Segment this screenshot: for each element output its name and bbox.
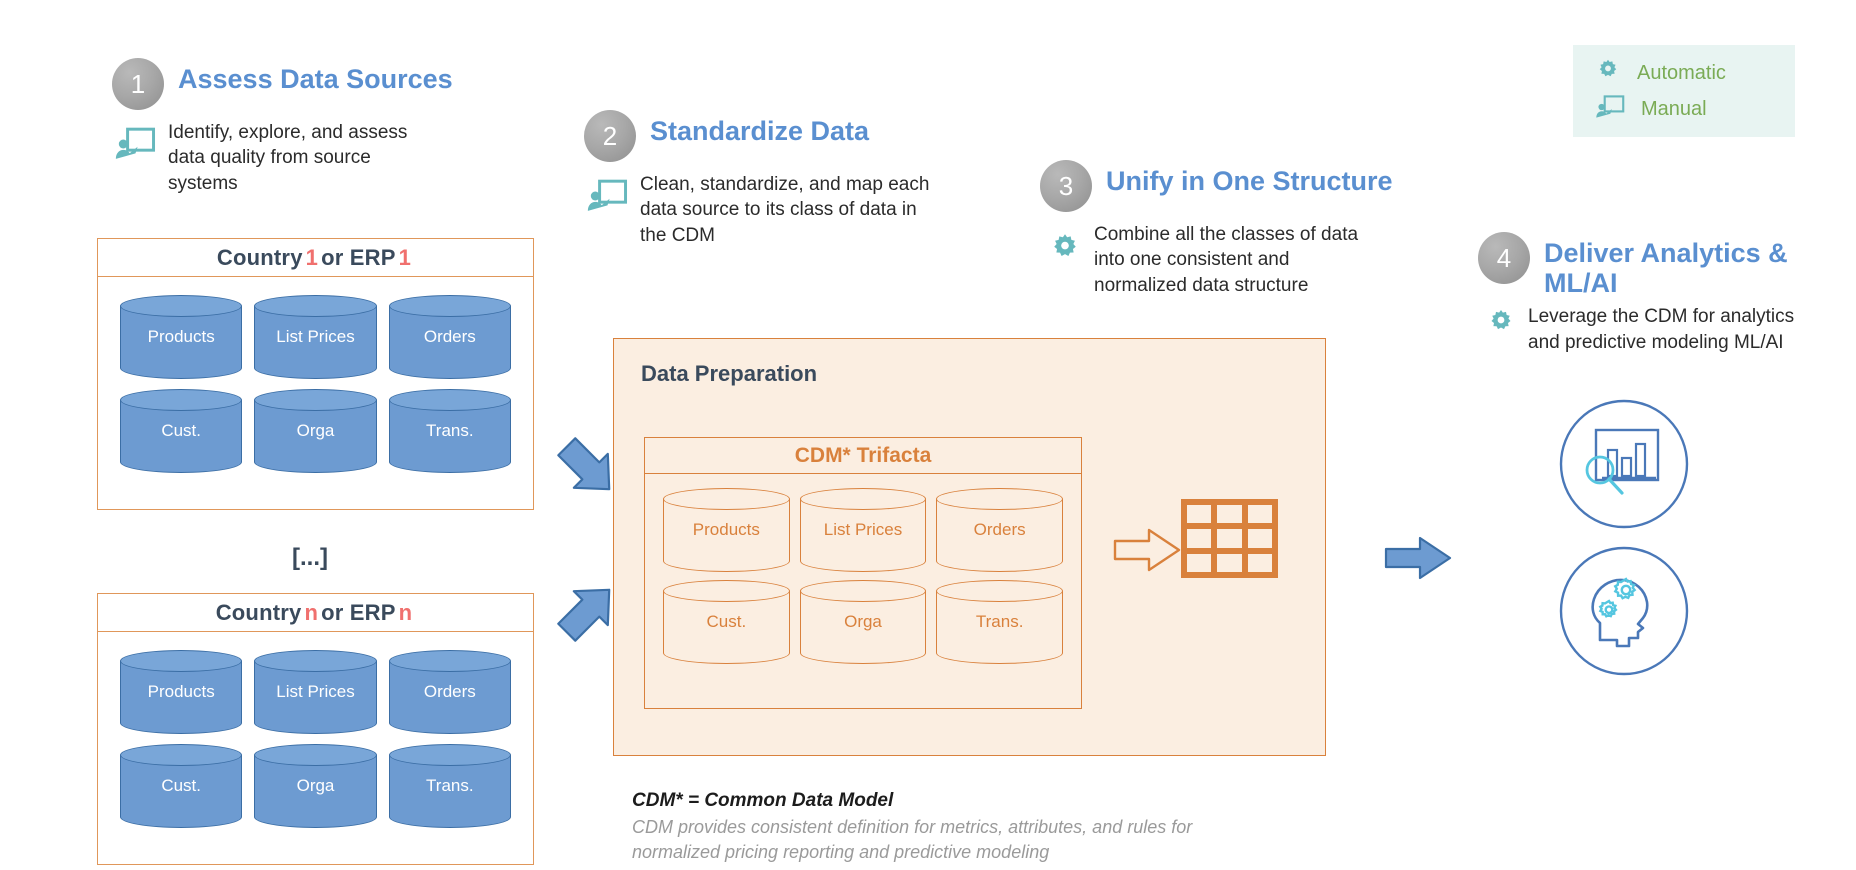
step-1-header: 1 Assess Data Sources	[112, 58, 512, 110]
cylinder-trans: Trans.	[936, 580, 1063, 664]
erp-index: n	[398, 599, 413, 625]
cdm-cylinders: Products List Prices Orders Cust. Orga T…	[645, 474, 1081, 664]
step-4-header: 4 Deliver Analytics & ML/AI	[1478, 232, 1856, 298]
step-2-header: 2 Standardize Data	[584, 110, 984, 162]
step-1-number: 1	[112, 58, 164, 110]
step-4-number: 4	[1478, 232, 1530, 284]
legend-label-manual: Manual	[1641, 97, 1707, 120]
cylinder-orders: Orders	[388, 650, 511, 734]
footnote-description: CDM provides consistent definition for m…	[632, 817, 1193, 862]
erp-label: or ERP	[321, 244, 396, 270]
cylinder-cust: Cust.	[663, 580, 790, 664]
gear-icon	[1048, 232, 1082, 271]
erp-index: 1	[398, 244, 412, 270]
ml-ai-brain-icon	[1558, 545, 1690, 682]
step-3-body: Combine all the classes of data into one…	[1040, 214, 1440, 298]
presentation-person-icon	[586, 178, 628, 219]
step-1-title: Assess Data Sources	[178, 64, 453, 94]
step-2-body: Clean, standardize, and map each data so…	[584, 164, 984, 248]
data-preparation-box: Data Preparation CDM* Trifacta Products …	[613, 338, 1326, 756]
step-2: 2 Standardize Data Clean, standardize, a…	[584, 110, 984, 248]
legend-item-manual: Manual	[1595, 91, 1795, 127]
presentation-person-icon	[1595, 94, 1625, 125]
source-system-n-cylinders: Products List Prices Orders Cust. Orga T…	[98, 632, 533, 828]
cylinder-trans: Trans.	[388, 389, 511, 473]
footnote-title: CDM* = Common Data Model	[632, 790, 894, 811]
cylinder-products: Products	[120, 295, 243, 379]
step-1-body: Identify, explore, and assess data quali…	[112, 112, 512, 196]
table-grid-icon	[1181, 499, 1278, 578]
step-1-description: Identify, explore, and assess data quali…	[168, 122, 408, 194]
legend-box: Automatic Manual	[1573, 45, 1795, 137]
cylinder-orga: Orga	[799, 580, 927, 664]
step-3-description: Combine all the classes of data into one…	[1094, 224, 1359, 296]
step-2-title: Standardize Data	[650, 116, 870, 146]
country-index: n	[304, 599, 319, 625]
step-4-description: Leverage the CDM for analytics and predi…	[1528, 306, 1795, 353]
data-preparation-title: Data Preparation	[641, 361, 818, 386]
step-3: 3 Unify in One Structure Combine all the…	[1040, 160, 1440, 298]
source-system-1-cylinders: Products List Prices Orders Cust. Orga T…	[98, 277, 533, 473]
cdm-trifacta-box: CDM* Trifacta Products List Prices Order…	[644, 437, 1082, 709]
cylinder-orders: Orders	[936, 488, 1063, 572]
cylinder-orders: Orders	[388, 295, 511, 379]
source-system-box-n: Country n or ERP n Products List Prices …	[97, 593, 534, 865]
step-2-number: 2	[584, 110, 636, 162]
flow-arrow-right-icon	[1382, 533, 1454, 588]
flow-arrow-up-right-icon	[552, 575, 624, 652]
erp-label: or ERP	[321, 599, 396, 625]
cylinder-products: Products	[120, 650, 243, 734]
step-1: 1 Assess Data Sources Identify, explore,…	[112, 58, 512, 196]
ellipsis-label: [...]	[292, 544, 328, 571]
step-3-number: 3	[1040, 160, 1092, 212]
cylinder-products: Products	[663, 488, 790, 572]
analytics-dashboard-icon	[1558, 398, 1690, 535]
cylinder-orga: Orga	[254, 389, 377, 473]
step-4-title: Deliver Analytics & ML/AI	[1544, 238, 1788, 299]
internal-arrow-right-icon	[1111, 525, 1183, 580]
legend-label-automatic: Automatic	[1637, 61, 1726, 84]
gear-icon	[1486, 308, 1516, 343]
cylinder-trans: Trans.	[388, 744, 511, 828]
step-4: 4 Deliver Analytics & ML/AI Leverage the…	[1478, 232, 1856, 355]
country-label: Country	[216, 244, 303, 270]
flow-arrow-down-right-icon	[552, 432, 624, 509]
step-2-description: Clean, standardize, and map each data so…	[640, 174, 930, 246]
cylinder-cust: Cust.	[120, 389, 243, 473]
step-3-header: 3 Unify in One Structure	[1040, 160, 1440, 212]
step-4-body: Leverage the CDM for analytics and predi…	[1478, 304, 1856, 355]
source-system-1-title: Country 1 or ERP 1	[98, 239, 533, 277]
cylinder-list-prices: List Prices	[254, 295, 377, 379]
gear-icon	[1595, 58, 1621, 89]
cdm-trifacta-title: CDM* Trifacta	[645, 438, 1081, 474]
legend-item-automatic: Automatic	[1595, 55, 1795, 91]
cylinder-orga: Orga	[254, 744, 377, 828]
presentation-person-icon	[114, 126, 156, 167]
cylinder-cust: Cust.	[120, 744, 243, 828]
source-system-n-title: Country n or ERP n	[98, 594, 533, 632]
source-system-box-1: Country 1 or ERP 1 Products List Prices …	[97, 238, 534, 510]
step-3-title: Unify in One Structure	[1106, 166, 1393, 196]
country-label: Country	[215, 599, 302, 625]
country-index: 1	[305, 244, 319, 270]
cylinder-list-prices: List Prices	[799, 488, 927, 572]
cylinder-list-prices: List Prices	[254, 650, 377, 734]
